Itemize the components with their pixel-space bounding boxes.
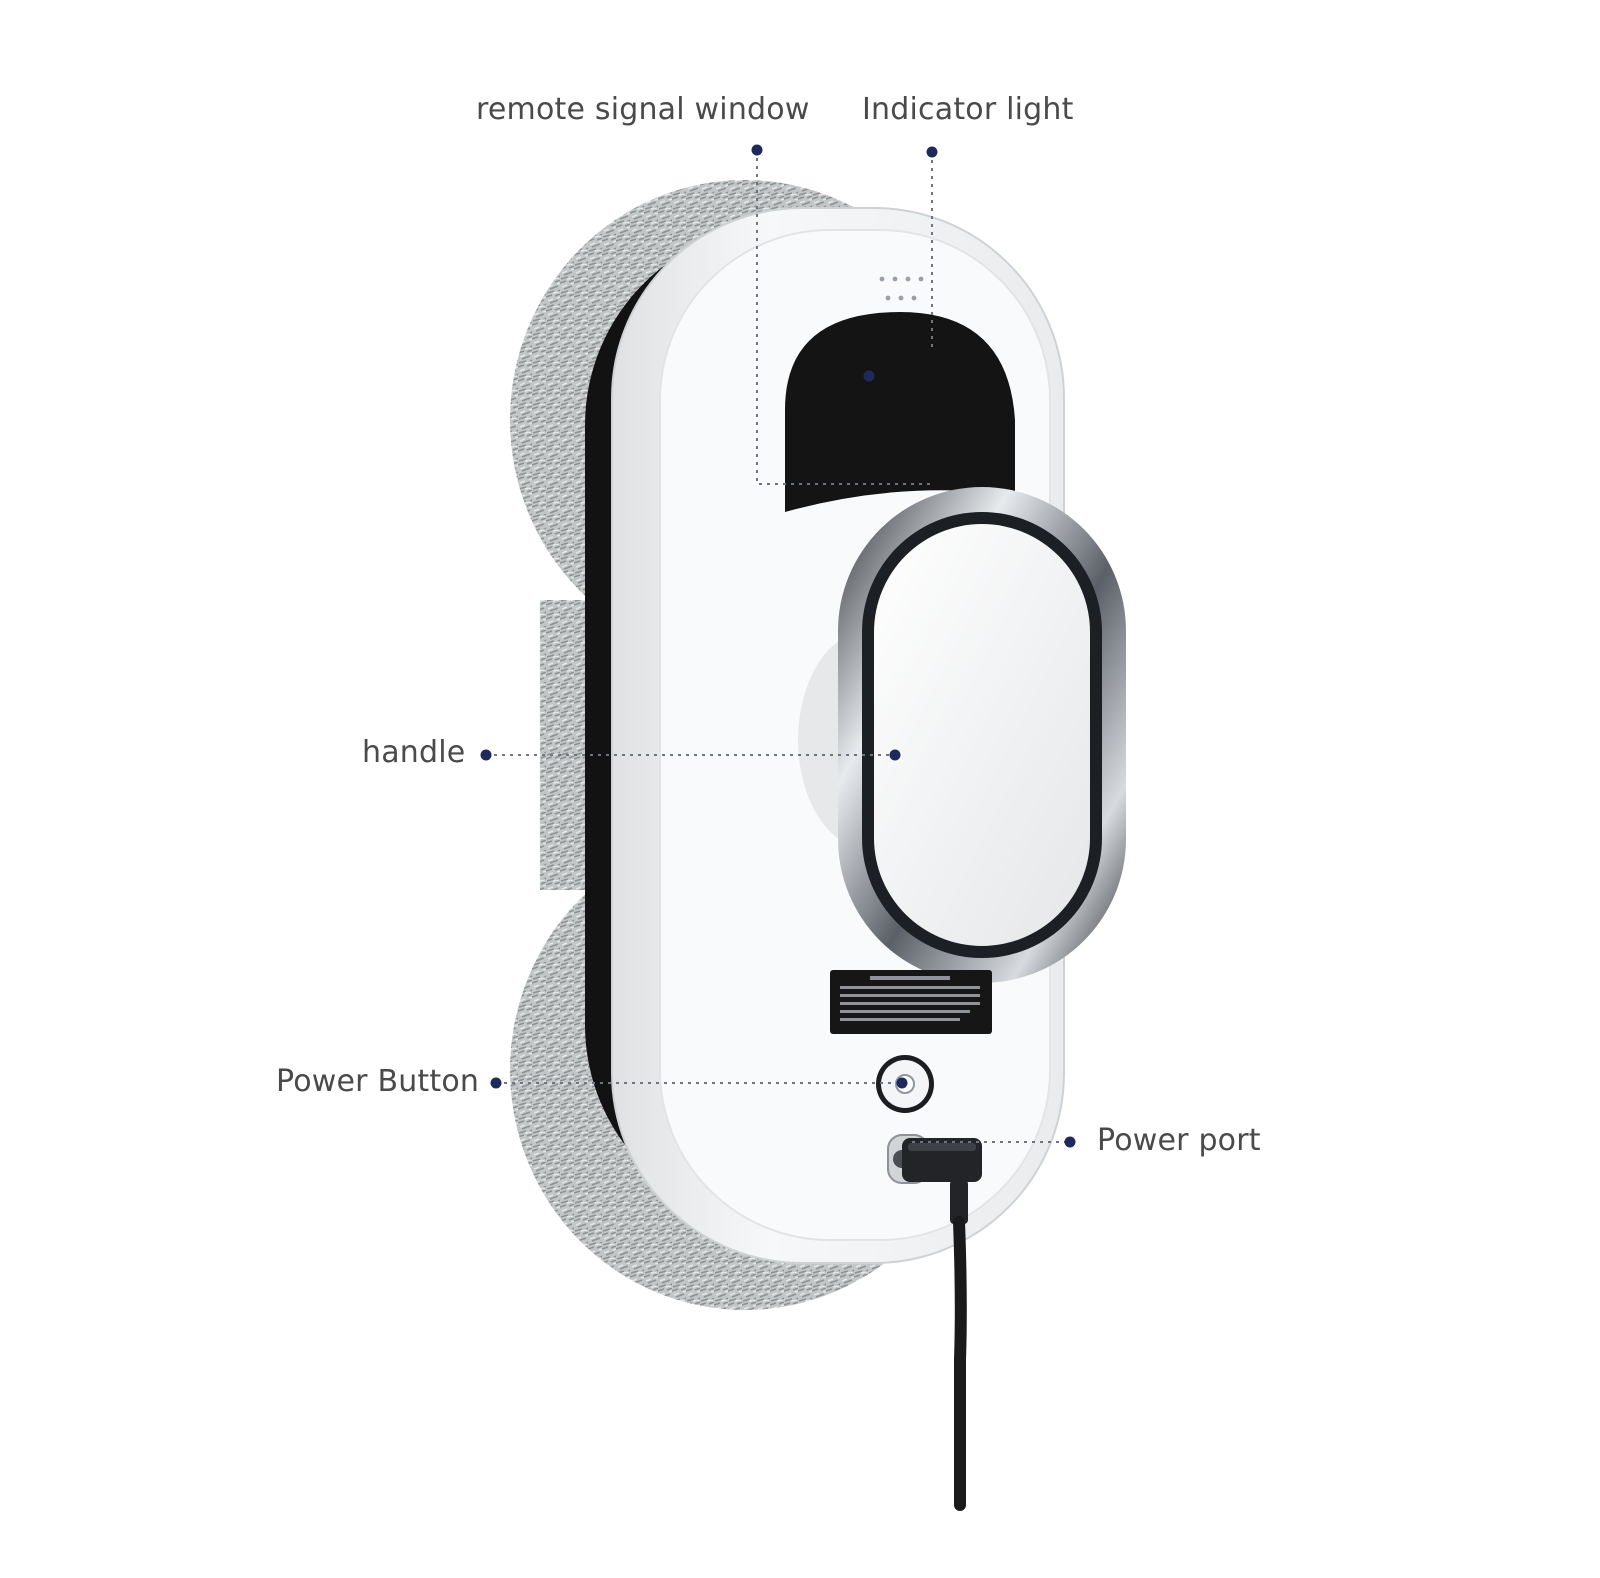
marker-power-button-target	[896, 1077, 908, 1089]
indicator-light	[879, 276, 924, 301]
marker-power-button-left	[490, 1077, 502, 1089]
power-cable	[953, 1216, 967, 1511]
label-power-button: Power Button	[276, 1064, 480, 1099]
label-indicator-light: Indicator light	[862, 92, 1074, 127]
label-power-port: Power port	[1097, 1123, 1261, 1158]
leader-remote-signal-window	[756, 150, 932, 485]
label-handle: handle	[362, 735, 466, 770]
marker-handle-target	[889, 749, 901, 761]
callout-leaders	[486, 150, 1070, 1143]
marker-power-port	[1064, 1136, 1076, 1148]
power-plug-icon	[887, 1134, 982, 1224]
handle-top-surface	[874, 524, 1090, 946]
safety-label	[830, 970, 992, 1034]
callout-markers	[480, 144, 1076, 1148]
label-remote-signal-window: remote signal window	[476, 92, 810, 127]
marker-handle-left	[480, 749, 492, 761]
marker-remote-signal-window	[751, 144, 763, 156]
display-window	[785, 312, 1015, 512]
marker-indicator-light	[926, 146, 938, 158]
marker-remote-window-target	[863, 370, 875, 382]
